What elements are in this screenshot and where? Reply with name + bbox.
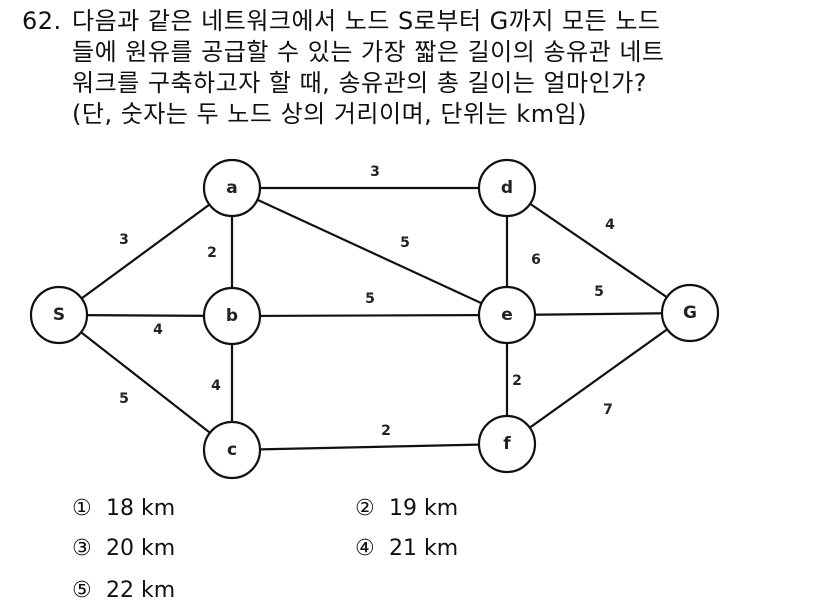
node-d: d: [477, 158, 537, 218]
choice-number-icon: ③: [72, 536, 92, 561]
choice-1[interactable]: ① 18 km: [72, 496, 175, 521]
choice-4[interactable]: ④ 21 km: [355, 536, 458, 561]
edge-weight-e-f: 2: [512, 373, 522, 389]
question-number: 62.: [22, 7, 62, 35]
edge-c-f: [231, 442, 508, 452]
question-text: 62.다음과 같은 네트워크에서 노드 S로부터 G까지 모든 노드 들에 원유…: [22, 6, 822, 130]
edge-weight-b-e: 5: [365, 291, 375, 307]
edge-a-e: [231, 187, 508, 316]
edge-weight-d-G: 4: [605, 217, 615, 233]
question-line-2: 들에 원유를 공급할 수 있는 가장 짧은 길이의 송유관 네트: [72, 38, 665, 66]
svg-text:b: b: [226, 306, 238, 326]
node-b: b: [202, 286, 262, 346]
choice-text: 19 km: [389, 496, 459, 521]
svg-text:e: e: [501, 305, 513, 325]
edge-weight-c-f: 2: [381, 423, 391, 439]
choice-number-icon: ①: [72, 496, 92, 521]
choice-5[interactable]: ⑤ 22 km: [72, 578, 175, 603]
edge-weight-d-e: 6: [531, 252, 541, 268]
choice-text: 21 km: [389, 536, 459, 561]
edge-weight-a-e: 5: [400, 235, 410, 251]
edge-d-G: [506, 187, 691, 314]
edge-e-G: [506, 311, 691, 317]
edge-weight-b-c: 4: [211, 378, 221, 394]
edge-weight-S-b: 4: [153, 322, 163, 338]
svg-text:c: c: [227, 440, 237, 460]
question-line-4: (단, 숫자는 두 노드 상의 거리이며, 단위는 km임): [72, 100, 588, 128]
edge-weight-a-d: 3: [370, 164, 380, 180]
choice-2[interactable]: ② 19 km: [355, 496, 458, 521]
choice-3[interactable]: ③ 20 km: [72, 536, 175, 561]
node-S: S: [29, 285, 89, 345]
choice-text: 20 km: [106, 536, 176, 561]
svg-text:G: G: [683, 303, 697, 323]
choice-text: 18 km: [106, 496, 176, 521]
edge-S-c: [58, 314, 233, 451]
choice-text: 22 km: [106, 578, 176, 603]
node-f: f: [477, 414, 537, 474]
svg-text:f: f: [503, 434, 511, 454]
edge-S-a: [58, 187, 233, 316]
question-line-1: 62.다음과 같은 네트워크에서 노드 S로부터 G까지 모든 노드: [22, 7, 661, 35]
svg-text:S: S: [53, 305, 65, 325]
choice-number-icon: ④: [355, 536, 375, 561]
node-a: a: [202, 158, 262, 218]
node-G: G: [660, 283, 720, 343]
choice-number-icon: ②: [355, 496, 375, 521]
edge-weight-a-b: 2: [207, 245, 217, 261]
svg-text:d: d: [501, 178, 513, 198]
svg-text:a: a: [226, 178, 237, 198]
node-e: e: [477, 285, 537, 345]
edge-f-G: [506, 312, 691, 445]
choice-number-icon: ⑤: [72, 578, 92, 603]
edge-b-e: [231, 313, 508, 318]
edge-weight-S-a: 3: [119, 232, 129, 248]
edge-weight-S-c: 5: [119, 391, 129, 407]
edge-weight-e-G: 5: [594, 284, 604, 300]
edge-weight-f-G: 7: [603, 402, 613, 418]
node-c: c: [202, 420, 262, 480]
question-line-3: 워크를 구축하고자 할 때, 송유관의 총 길이는 얼마인가?: [72, 69, 648, 97]
